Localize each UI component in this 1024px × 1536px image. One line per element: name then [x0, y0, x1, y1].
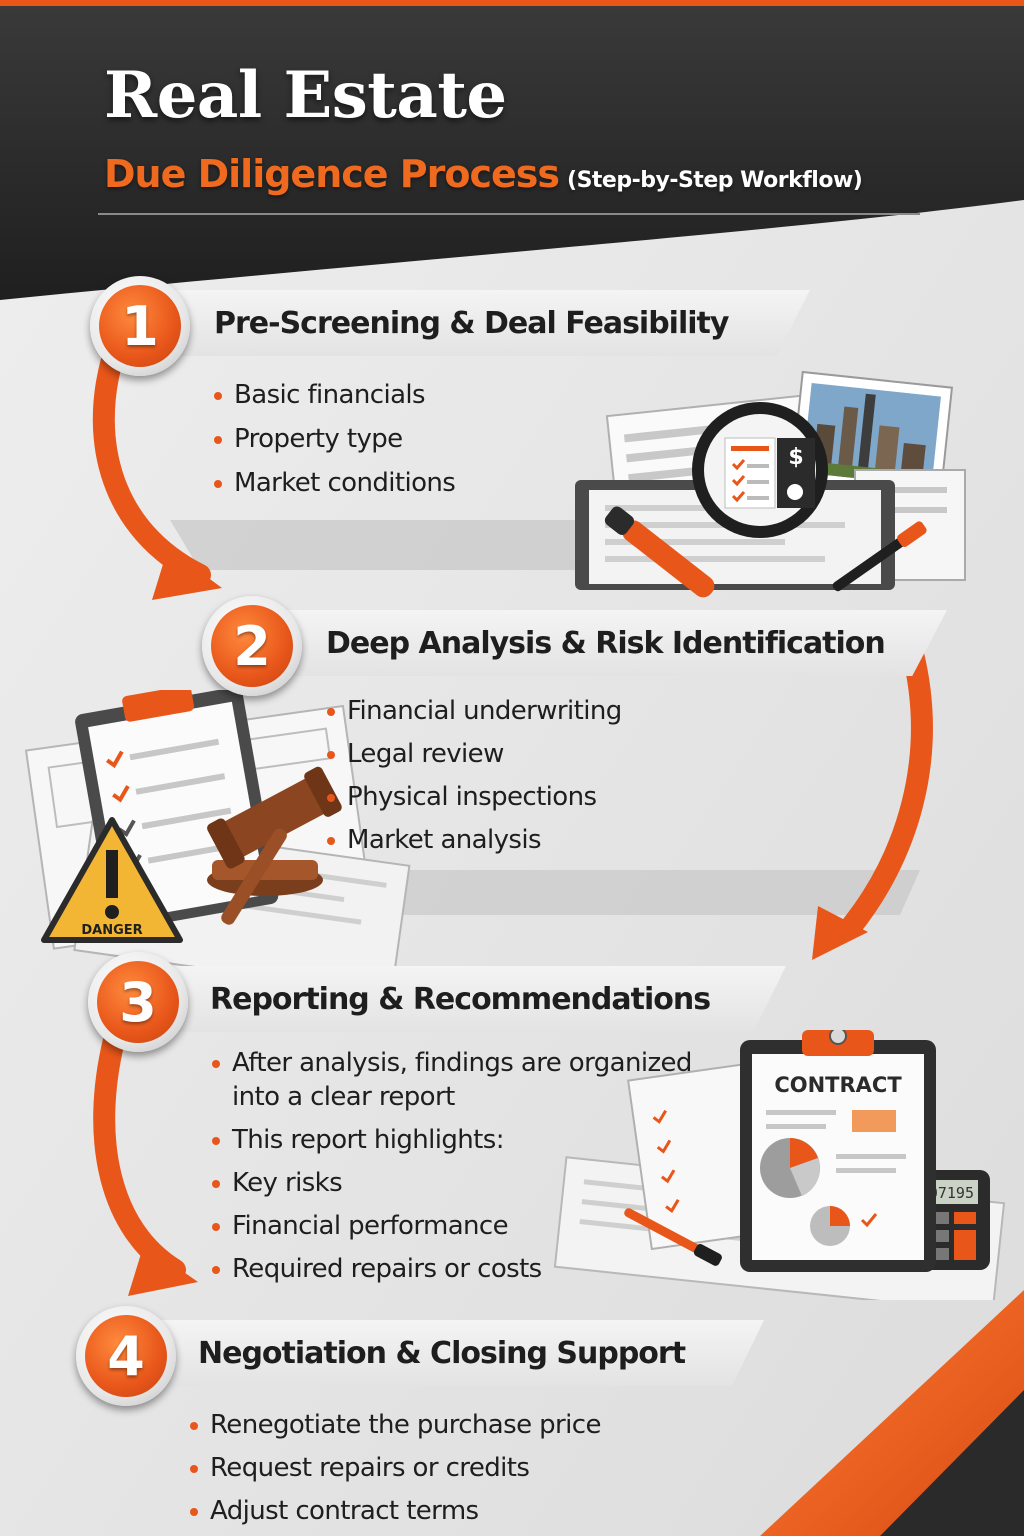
step-2-heading: Deep Analysis & Risk Identification	[326, 625, 886, 661]
step-4-number: 4	[85, 1315, 167, 1397]
step-4-bullets: Renegotiate the purchase price Request r…	[188, 1408, 601, 1536]
step-3-header: Reporting & Recommendations	[136, 966, 786, 1032]
step-3-bullet: After analysis, findings are organized	[210, 1046, 692, 1080]
clipboard-gavel-warning-icon: DANGER	[24, 690, 411, 980]
step-3-number: 3	[97, 961, 179, 1043]
step-4-bullet: Renegotiate the purchase price	[188, 1408, 601, 1442]
step-2-bullets: Financial underwriting Legal review Phys…	[325, 694, 622, 866]
step-3-bullet: Required repairs or costs	[210, 1252, 692, 1286]
page-subtitle: Due Diligence Process (Step-by-Step Workf…	[104, 152, 863, 196]
step-1-bullets: Basic financials Property type Market co…	[212, 378, 456, 510]
contract-clipboard-calculator-icon: 907195 CONTRACT	[553, 1030, 1006, 1300]
step-1-bullet: Market conditions	[212, 466, 456, 500]
step-3-bullet: This report highlights:	[210, 1123, 692, 1157]
step-4-header: Negotiation & Closing Support	[124, 1320, 764, 1386]
page-title: Real Estate	[104, 58, 507, 133]
step-1-number: 1	[99, 285, 181, 367]
step-2-badge: 2	[202, 596, 302, 696]
step-3-bullet-continuation: into a clear report	[232, 1082, 455, 1112]
subtitle-note: (Step-by-Step Workflow)	[567, 168, 863, 193]
step-1-heading: Pre-Screening & Deal Feasibility	[214, 305, 729, 341]
step-4-heading: Negotiation & Closing Support	[198, 1335, 686, 1371]
step-3-badge: 3	[88, 952, 188, 1052]
danger-label: DANGER	[81, 923, 142, 938]
step-3-bullet: Key risks	[210, 1166, 692, 1200]
step-3-bullets: After analysis, findings are organized i…	[210, 1046, 692, 1295]
step-1-badge: 1	[90, 276, 190, 376]
magnifying-glass-documents-icon: $	[575, 370, 966, 598]
step-2-bullet: Legal review	[325, 737, 622, 771]
contract-label: CONTRACT	[774, 1073, 902, 1097]
step-4-bullet: Request repairs or credits	[188, 1451, 601, 1485]
step-1-header: Pre-Screening & Deal Feasibility	[140, 290, 810, 356]
subtitle-text: Due Diligence Process	[104, 152, 560, 196]
step-2-header: Deep Analysis & Risk Identification	[252, 610, 947, 676]
step-2-bullet: Market analysis	[325, 823, 622, 857]
step-3-bullet: Financial performance	[210, 1209, 692, 1243]
step-4-bullet: Adjust contract terms	[188, 1494, 601, 1528]
step-2-bullet: Physical inspections	[325, 780, 622, 814]
step-2-bullet: Financial underwriting	[325, 694, 622, 728]
step-1-bullet: Basic financials	[212, 378, 455, 412]
svg-text:$: $	[788, 445, 803, 470]
step-1-bullet: Property type	[212, 422, 455, 456]
step-2-number: 2	[211, 605, 293, 687]
step-3-heading: Reporting & Recommendations	[210, 981, 711, 1017]
step-4-badge: 4	[76, 1306, 176, 1406]
